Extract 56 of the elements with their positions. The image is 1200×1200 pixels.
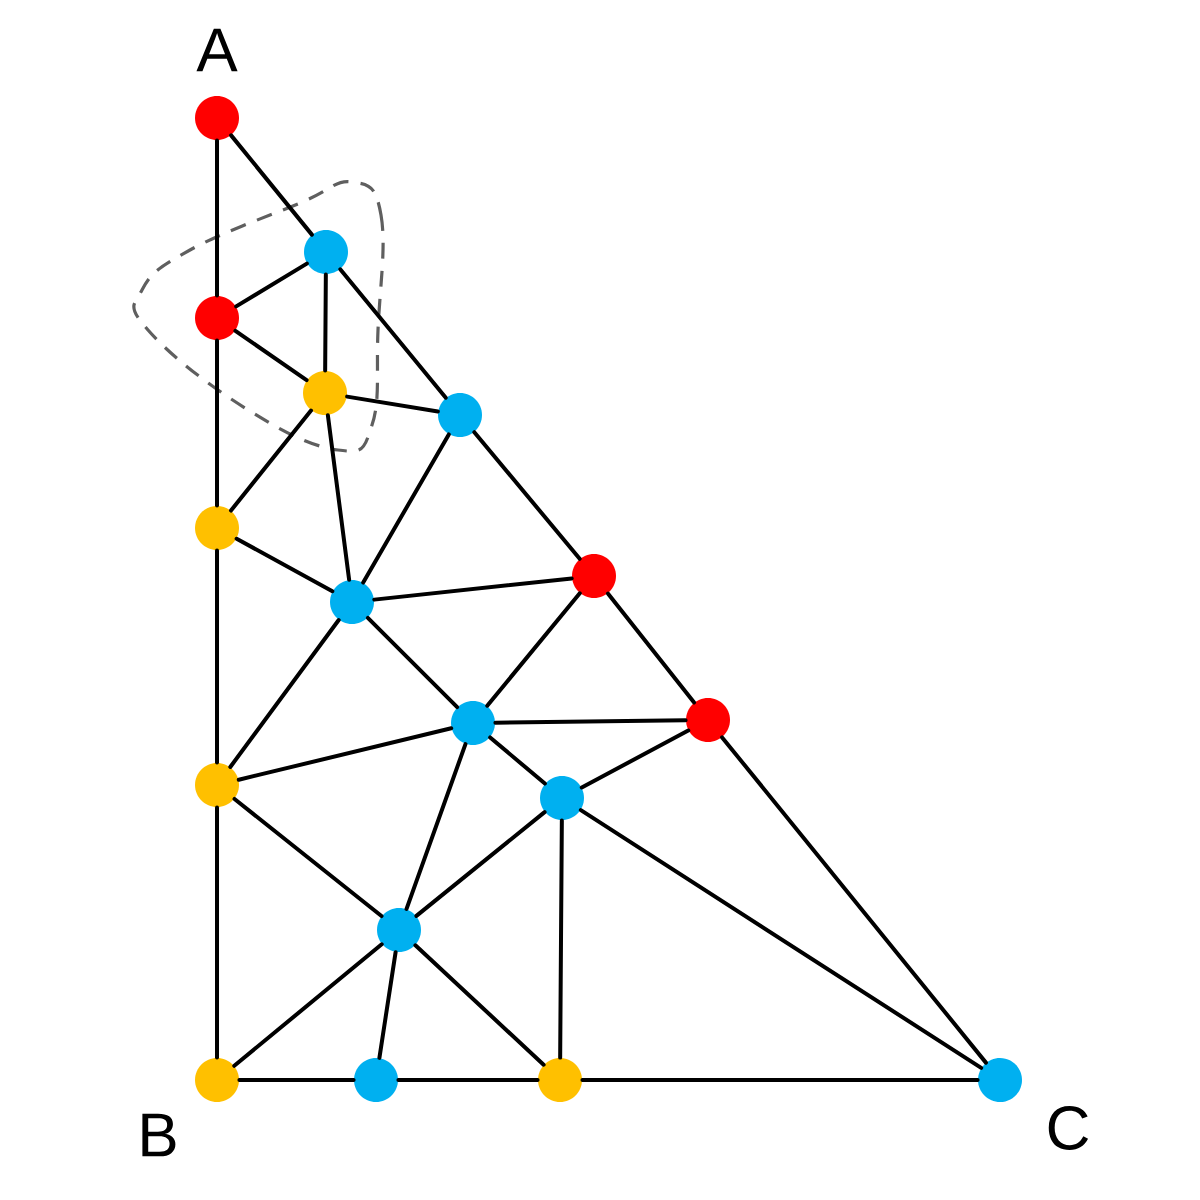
line-segment bbox=[345, 394, 440, 414]
vertex-label: C bbox=[1048, 1106, 1089, 1150]
line-segment bbox=[236, 726, 454, 782]
line-segment bbox=[558, 818, 564, 1060]
line-segment bbox=[215, 338, 219, 508]
vertex-dot bbox=[540, 776, 584, 820]
vertex-dot bbox=[195, 96, 239, 140]
line-segment bbox=[215, 548, 219, 765]
line-segment bbox=[232, 796, 384, 919]
vertex-dot bbox=[195, 506, 239, 550]
vertex-dot bbox=[572, 554, 616, 598]
line-segment bbox=[396, 1078, 540, 1082]
vertex-dot bbox=[438, 393, 482, 437]
line-segment bbox=[377, 950, 398, 1060]
line-segment bbox=[215, 138, 219, 298]
vertex-dot bbox=[330, 580, 374, 624]
vertex-dot bbox=[303, 371, 347, 415]
line-segment bbox=[404, 742, 468, 911]
line-segment bbox=[237, 1078, 356, 1082]
line-segment bbox=[580, 1078, 980, 1082]
vertex-label: A bbox=[196, 28, 238, 72]
vertex-dot bbox=[686, 698, 730, 742]
vertex-dot bbox=[451, 701, 495, 745]
line-segment bbox=[493, 718, 688, 725]
line-segment bbox=[579, 728, 691, 790]
line-segment bbox=[413, 943, 546, 1067]
line-segment bbox=[229, 408, 313, 513]
vertex-dot bbox=[978, 1058, 1022, 1102]
line-segment bbox=[325, 413, 352, 582]
line-segment bbox=[605, 591, 697, 705]
line-segment bbox=[215, 805, 219, 1060]
vertex-dot bbox=[304, 230, 348, 274]
line-segment bbox=[234, 536, 335, 594]
vertex-dot bbox=[195, 763, 239, 807]
line-segment bbox=[234, 261, 309, 309]
vertex-dot bbox=[538, 1058, 582, 1102]
vertex-label: B bbox=[142, 1113, 176, 1157]
vertex-dot bbox=[195, 1058, 239, 1102]
line-segment bbox=[233, 328, 309, 383]
vertex-dot bbox=[354, 1058, 398, 1102]
line-segment bbox=[361, 432, 451, 585]
line-segment bbox=[365, 615, 460, 710]
line-segment bbox=[472, 430, 582, 561]
line-segment bbox=[485, 591, 582, 708]
line-segment bbox=[229, 133, 314, 237]
line-segment bbox=[228, 618, 341, 769]
line-segment bbox=[338, 267, 448, 400]
line-segment bbox=[372, 576, 574, 602]
line-segment bbox=[232, 942, 384, 1068]
line-segment bbox=[414, 810, 547, 918]
line-segment bbox=[720, 735, 988, 1065]
line-segment bbox=[323, 272, 328, 373]
vertex-dot bbox=[195, 296, 239, 340]
line-segment bbox=[578, 808, 984, 1070]
line-segment bbox=[488, 735, 547, 786]
vertex-dot bbox=[377, 908, 421, 952]
